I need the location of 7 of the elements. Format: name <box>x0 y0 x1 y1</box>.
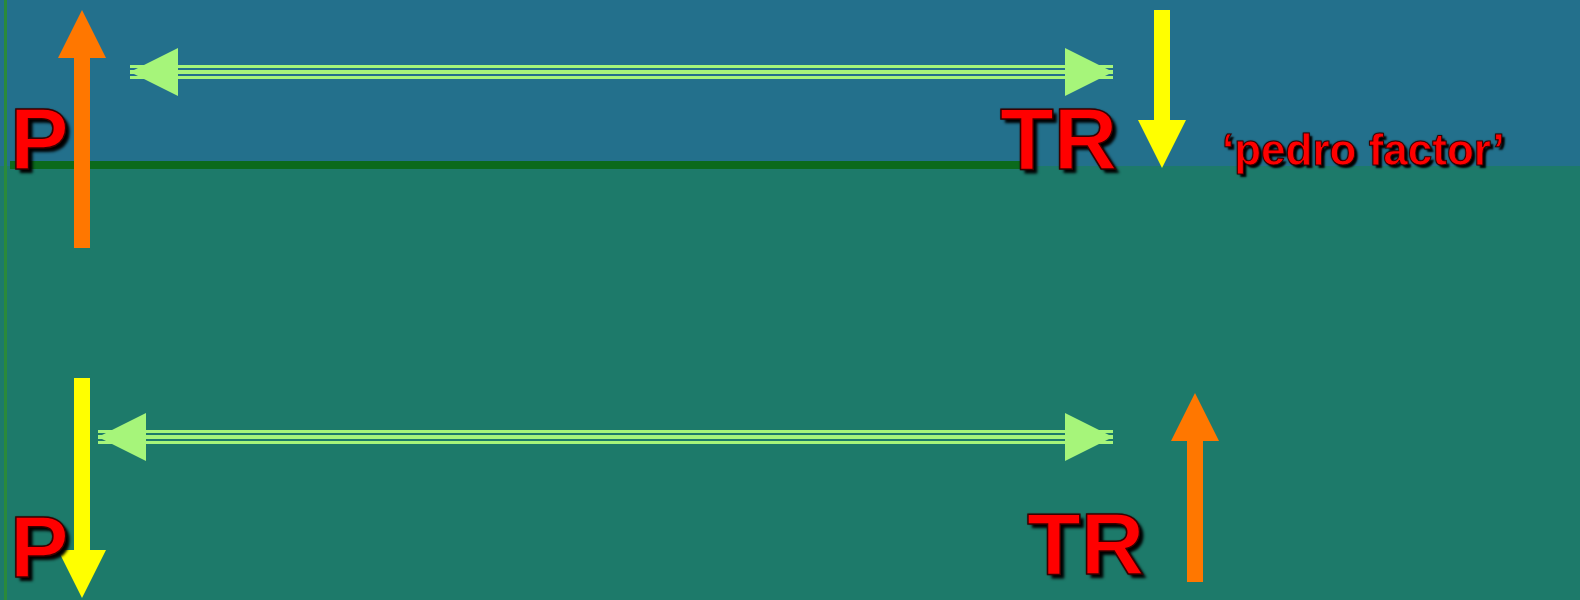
double-arrow <box>98 413 1113 461</box>
annotation-text: ‘pedro factor’ <box>1222 128 1505 172</box>
region-label: TR <box>1027 500 1145 588</box>
region-label: P <box>10 95 69 183</box>
region-label: P <box>10 503 69 591</box>
region-label: TR <box>1000 95 1118 183</box>
double-arrow <box>130 48 1113 96</box>
